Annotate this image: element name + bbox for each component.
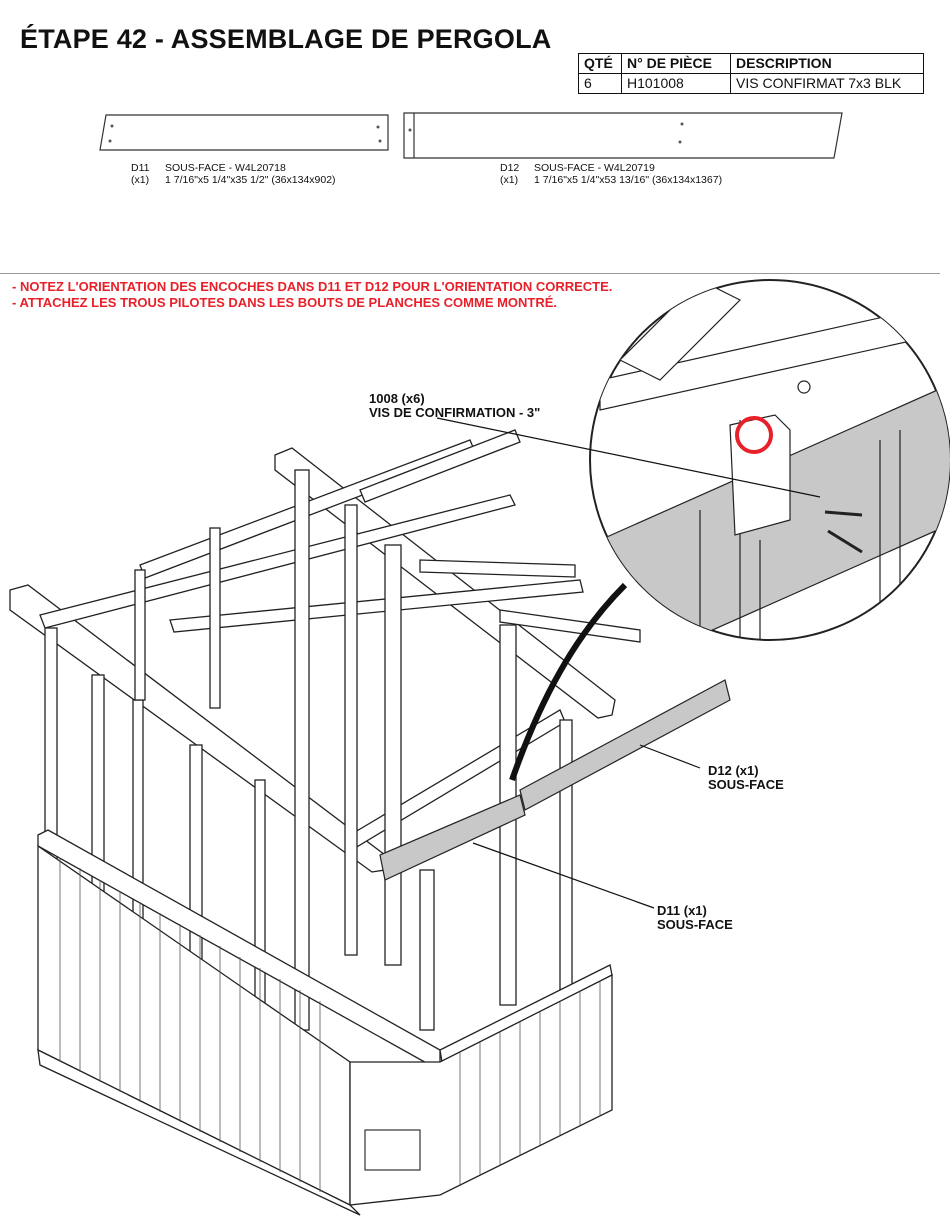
wall-opening: [364, 1129, 421, 1171]
installed-board-d12: [519, 679, 731, 811]
detail-zoom-view: [589, 279, 950, 641]
highlight-circle: [735, 416, 773, 454]
note-notch-orientation: - NOTEZ L'ORIENTATION DES ENCOCHES DANS …: [12, 279, 613, 294]
pergola-frame: [9, 429, 641, 1216]
parts-table-header: QTÉ N° DE PIÈCE DESCRIPTION: [578, 53, 924, 74]
wall-siding-lines: [59, 858, 601, 1192]
installed-board-d11: [379, 794, 526, 881]
board-d12-illustration: [403, 112, 843, 159]
leader-lines: [436, 417, 821, 909]
page-title: ÉTAPE 42 - ASSEMBLAGE DE PERGOLA: [20, 24, 552, 54]
note-pilot-holes: - ATTACHEZ LES TROUS PILOTES DANS LES BO…: [12, 295, 558, 310]
callout-d12: D12 (x1) SOUS-FACE: [708, 763, 784, 792]
parts-table: QTÉ N° DE PIÈCE DESCRIPTION 6 H101008 VI…: [578, 53, 924, 94]
cell-part-number: H101008: [621, 73, 731, 94]
callout-screw: 1008 (x6) VIS DE CONFIRMATION - 3": [369, 391, 541, 420]
cell-description: VIS CONFIRMAT 7x3 BLK: [730, 73, 924, 94]
header-qty: QTÉ: [578, 53, 622, 74]
table-row: 6 H101008 VIS CONFIRMAT 7x3 BLK: [578, 73, 924, 94]
callout-d11: D11 (x1) SOUS-FACE: [657, 903, 733, 932]
board-d11-illustration: [99, 114, 389, 151]
section-divider: [0, 273, 940, 274]
